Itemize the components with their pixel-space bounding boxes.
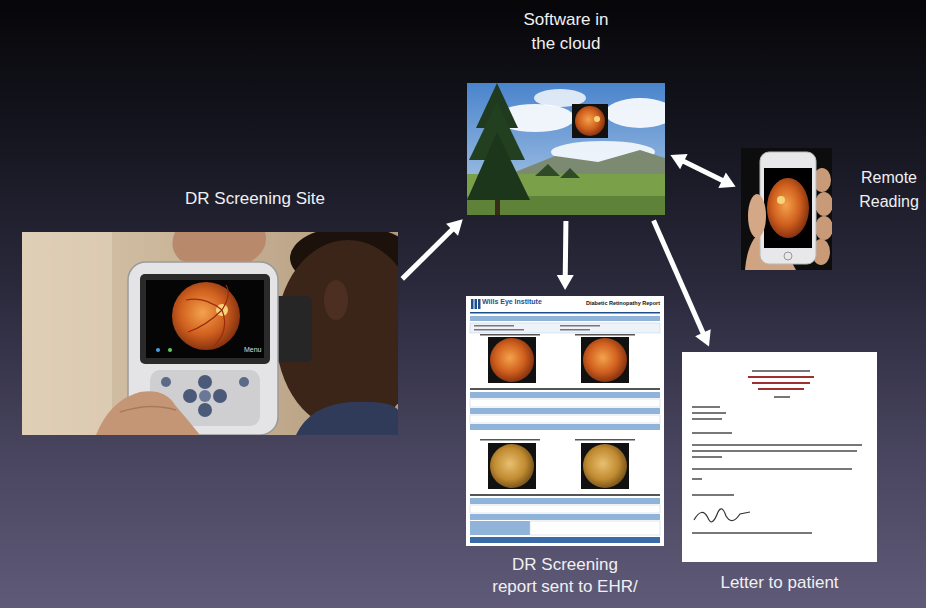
arrow-head (718, 173, 735, 188)
image-node: Software in the cloud (467, 6, 665, 215)
printed-label: Wills Eye Institute (482, 298, 542, 306)
node-caption: Letter to patient (682, 572, 877, 594)
phone-photo (741, 148, 832, 270)
node-caption: DR Screening Site (175, 188, 335, 210)
flow-arrow (402, 219, 462, 279)
arrow-shaft (563, 221, 569, 276)
image-node: Remote Reading (741, 148, 923, 270)
arrow-head (670, 154, 687, 169)
image-node: DR Screening SiteMenu (22, 186, 398, 435)
printed-label: Menu (244, 346, 262, 354)
image-node: Letter to patient (682, 352, 878, 596)
flow-arrow (654, 220, 711, 346)
arrow-shaft (654, 220, 704, 333)
image-node: DR Screening report sent to EHR/Wills Ey… (466, 296, 664, 602)
arrow-head (557, 275, 574, 290)
arrow-shaft (683, 161, 723, 181)
flow-arrow (670, 154, 735, 188)
node-caption: DR Screening report sent to EHR/ (489, 554, 641, 598)
node-caption: Remote Reading (856, 166, 922, 214)
screening-photo (22, 232, 398, 435)
flow-arrow (557, 221, 574, 290)
letter-page (682, 352, 877, 562)
arrow-head (446, 219, 463, 236)
arrow-shaft (402, 229, 452, 279)
arrow-head (695, 329, 711, 346)
report-page (466, 296, 664, 546)
printed-label: Diabetic Retinopathy Report (586, 300, 660, 306)
node-caption: Software in the cloud (516, 8, 616, 56)
cloud-photo (467, 83, 665, 215)
